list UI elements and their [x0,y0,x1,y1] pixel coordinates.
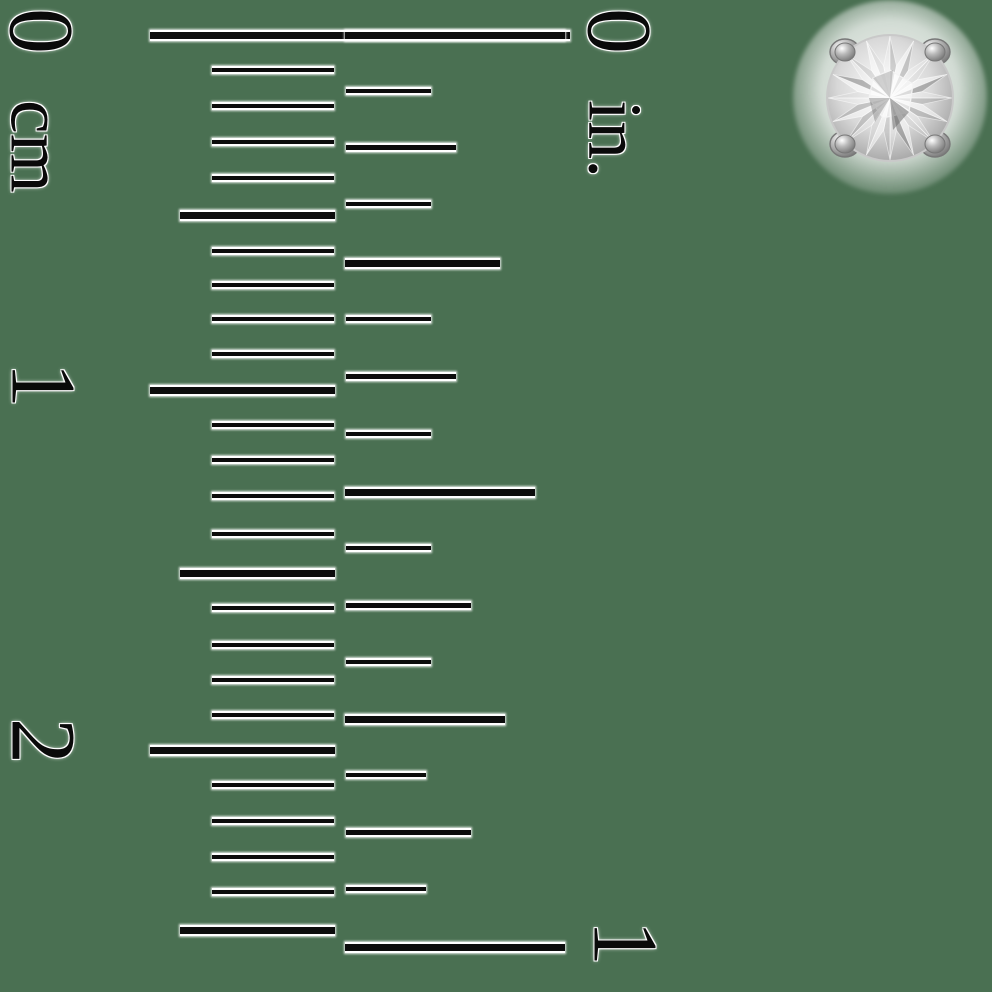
cm-tick-2 [150,745,335,756]
cm-tick-1p8 [212,676,334,684]
cm-tick-0p9 [212,350,334,358]
inch-tick-1-8 [346,143,456,152]
diamond-prong-tip-1 [834,42,856,62]
diamond-table-facet [868,69,914,119]
inch-label-in: in. [572,100,657,179]
inch-tick-1-16 [346,87,431,95]
cm-tick-0p5 [180,210,335,221]
inch-tick-7-16 [346,430,431,438]
cm-tick-2p5 [180,925,335,936]
cm-label-0: 0 [0,8,93,54]
cm-tick-0p7 [212,281,334,289]
cm-tick-2p2 [212,817,334,825]
round-brilliant-diamond-icon [826,34,954,162]
inch-tick-11-16 [346,658,431,666]
cm-tick-0p2 [212,102,334,110]
cm-tick-2p4 [212,888,334,896]
inch-tick-5-16 [346,315,431,323]
cm-tick-0p8 [212,315,334,323]
inch-tick-0 [345,30,565,41]
inch-tick-7-8 [346,828,471,837]
cm-tick-1p1 [212,421,334,429]
inch-tick-1-4 [345,258,500,269]
inch-tick-3-4 [345,714,505,725]
inch-tick-3-16 [346,200,431,208]
cm-label-2: 2 [0,718,95,764]
cm-tick-0p4 [212,174,334,182]
inch-tick-3-8 [346,372,456,381]
cm-tick-1p3 [212,492,334,500]
cm-tick-1p2 [212,456,334,464]
inch-tick-1 [345,942,565,953]
inch-tick-5-8 [346,601,471,610]
cm-tick-1p4 [212,530,334,538]
inch-tick-9-16 [346,544,431,552]
diamond-contrast-facet-2 [869,98,890,122]
cm-tick-2p3 [212,853,334,861]
cm-tick-2p1 [212,781,334,789]
diamond-specimen [793,0,987,194]
cm-label-cm: cm [0,100,79,193]
cm-tick-1p7 [212,641,334,649]
inch-tick-15-16 [346,885,426,893]
diamond-prong-tip-4 [924,134,946,154]
cm-tick-0p3 [212,138,334,146]
diamond-prong-tip-3 [834,134,856,154]
cm-tick-1p9 [212,711,334,719]
cm-tick-0p6 [212,247,334,255]
diamond-contrast-facet-3 [873,70,893,98]
cm-tick-0p1 [212,66,334,74]
cm-tick-1p6 [212,604,334,612]
cm-label-1: 1 [0,362,95,408]
diamond-contrast-facet-1 [890,98,909,130]
inch-tick-1-2 [345,487,535,498]
diamond-prong-tip-2 [924,42,946,62]
inch-tick-13-16 [346,771,426,779]
inch-label-0: 0 [568,8,671,54]
cm-tick-1p5 [180,568,335,579]
cm-tick-1 [150,385,335,396]
inch-label-1: 1 [574,920,677,966]
